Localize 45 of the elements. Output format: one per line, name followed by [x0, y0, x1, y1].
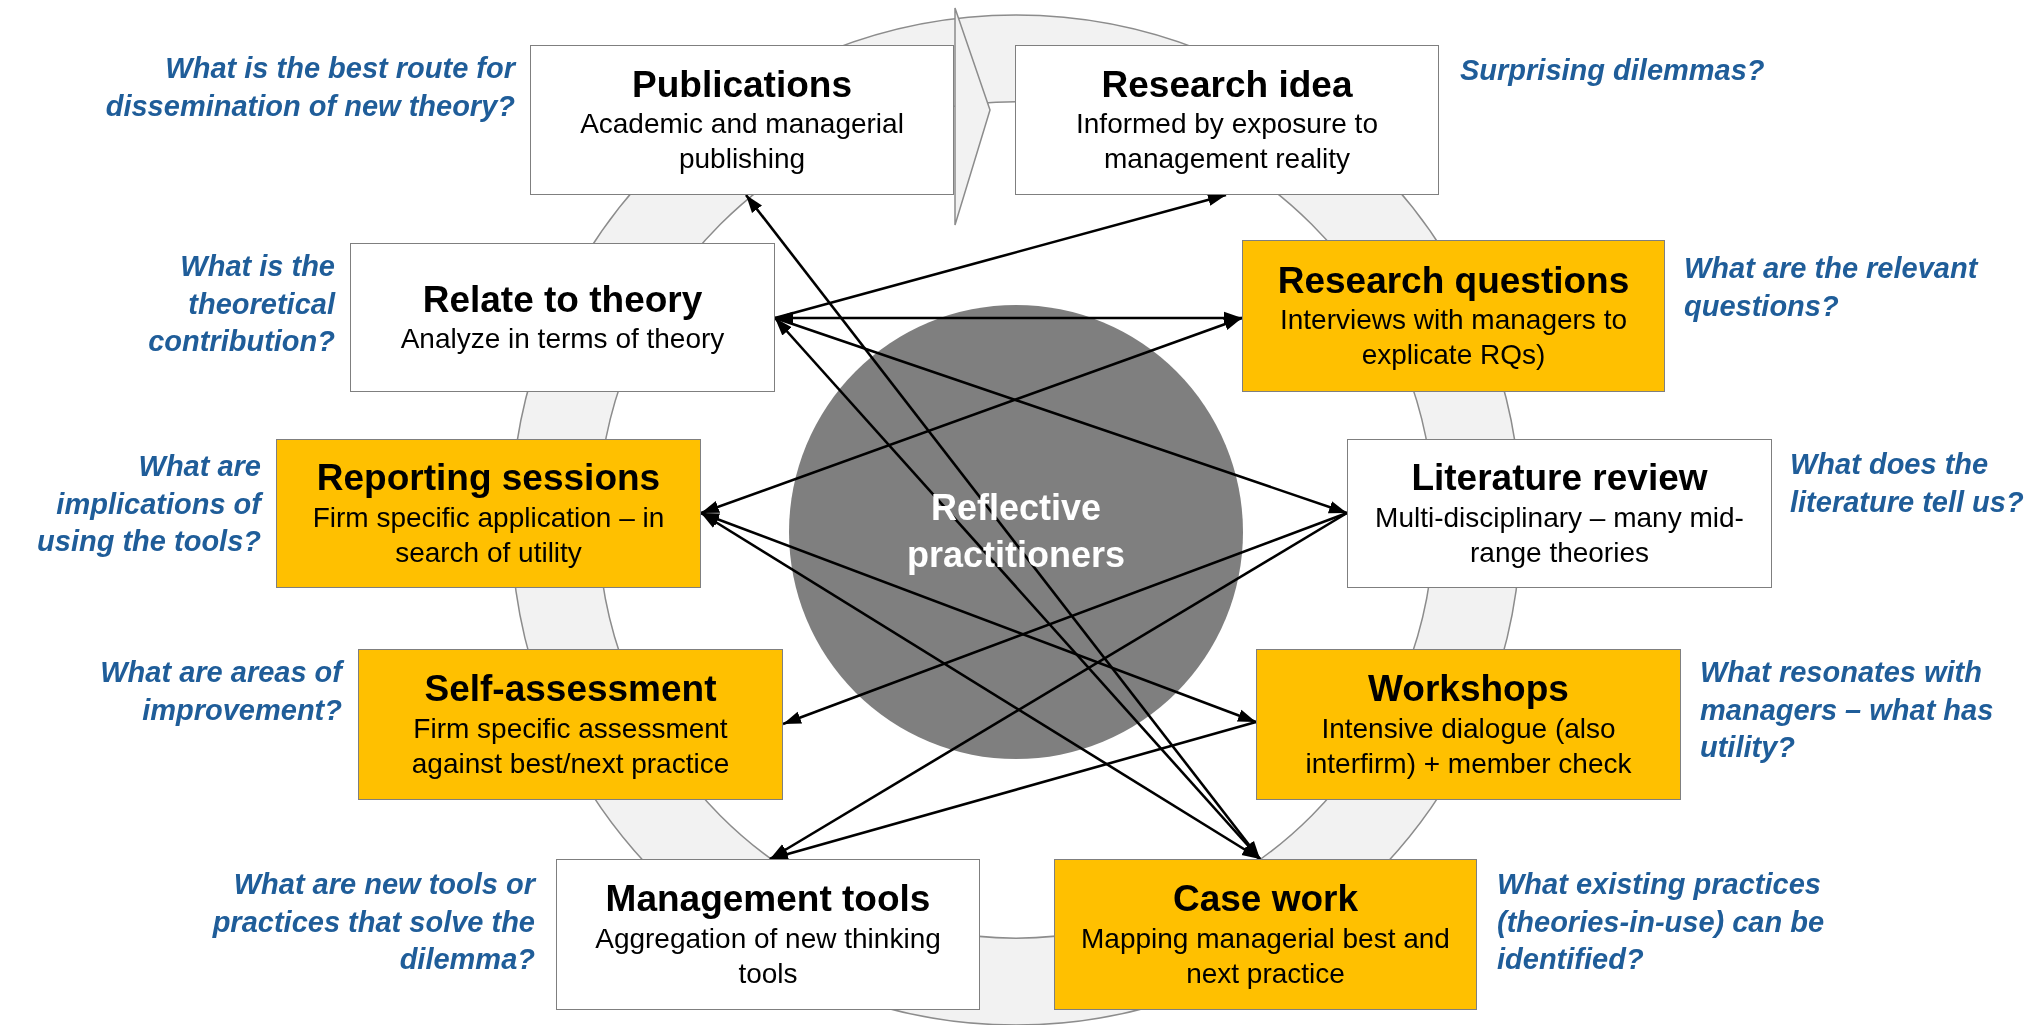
- box-description: Interviews with managers to explicate RQs): [1278, 303, 1628, 373]
- box-description: Aggregation of new thinking tools: [594, 921, 942, 991]
- box-title: Management tools: [605, 878, 931, 921]
- box-title: Workshops: [1368, 668, 1569, 711]
- box-description: Multi-disciplinary – many mid-range theories: [1374, 500, 1745, 570]
- box-title: Self-assessment: [424, 668, 717, 711]
- process-box: [1054, 859, 1477, 1010]
- box-title: Reporting sessions: [316, 457, 661, 500]
- process-box: [530, 45, 954, 195]
- arrow: [744, 194, 1262, 860]
- box-description: Firm specific assessment against best/next practice: [410, 711, 731, 781]
- box-description: Analyze in terms of theory: [400, 322, 725, 357]
- guiding-question: Surprising dilemmas?: [1460, 53, 1766, 88]
- box-title: Literature review: [1411, 457, 1708, 500]
- arrow: [769, 720, 1257, 861]
- box-description: Academic and managerial publishing: [579, 107, 905, 177]
- guiding-question: What does the literature tell us?: [1790, 447, 2025, 520]
- guiding-question: What is the best route for dissemination of new theory?: [104, 51, 515, 124]
- box-title: Case work: [1172, 878, 1359, 921]
- process-box: [1256, 649, 1681, 800]
- box-description: Intensive dialogue (also interfirm) + member check: [1304, 711, 1633, 781]
- box-title: Relate to theory: [422, 278, 703, 322]
- process-box: [1347, 439, 1772, 588]
- guiding-question: What existing practices (theories-in-use) can be identified?: [1497, 867, 1826, 978]
- arrow: [700, 316, 1243, 515]
- process-box: [350, 243, 775, 392]
- guiding-question: What are the relevant questions?: [1684, 251, 1980, 324]
- arrow: [774, 316, 1348, 515]
- box-title: Publications: [632, 63, 852, 107]
- process-box: [276, 439, 701, 588]
- guiding-question: What resonates with managers – what has utility?: [1700, 655, 1995, 766]
- process-box: [1242, 240, 1665, 392]
- arrow: [700, 511, 1261, 861]
- box-description: Mapping managerial best and next practice: [1080, 921, 1451, 991]
- box-description: Firm specific application – in search of utility: [311, 500, 666, 570]
- process-box: [556, 859, 980, 1010]
- box-description: Informed by exposure to management reality: [1075, 107, 1379, 177]
- guiding-question: What is the theoretical contribution?: [147, 249, 335, 360]
- process-box: [1015, 45, 1439, 195]
- arrow: [774, 193, 1227, 320]
- process-box: [358, 649, 783, 800]
- box-title: Research questions: [1277, 259, 1630, 303]
- box-title: Research idea: [1101, 63, 1353, 107]
- arrow: [775, 311, 1242, 325]
- guiding-question: What are new tools or practices that solve the dilemma?: [211, 867, 535, 978]
